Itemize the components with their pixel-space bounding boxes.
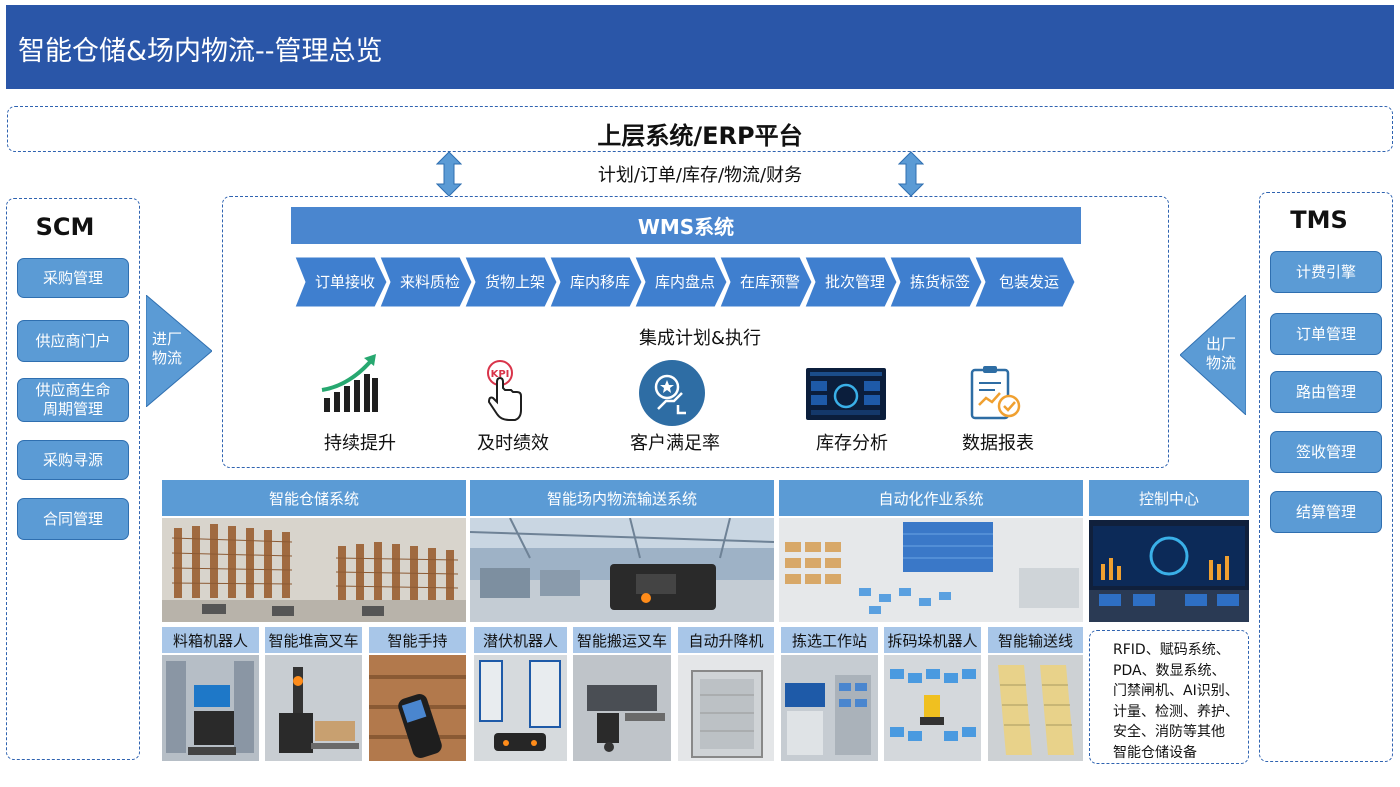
customer-satisfaction-icon bbox=[639, 360, 705, 426]
pick-station-image bbox=[781, 655, 878, 761]
tms-item-order[interactable]: 订单管理 bbox=[1270, 313, 1382, 355]
equipment-line: 门禁闸机、AI识别、 bbox=[1113, 683, 1239, 699]
outbound-logistics-arrow: 出厂 物流 bbox=[1179, 293, 1247, 417]
palletizing-robot-image bbox=[884, 655, 981, 761]
equipment-line: RFID、赋码系统、 bbox=[1113, 642, 1230, 658]
sub-handheld[interactable]: 智能手持 bbox=[369, 627, 466, 653]
section-automation[interactable]: 自动化作业系统 bbox=[779, 480, 1083, 516]
equipment-line: 智能仓储设备 bbox=[1113, 744, 1197, 761]
wms-step-putaway[interactable]: 货物上架 bbox=[464, 256, 558, 308]
smart-storage-image bbox=[162, 518, 466, 622]
sub-pick-station[interactable]: 拣选工作站 bbox=[781, 627, 878, 653]
header-bar: 智能仓储&场内物流--管理总览 bbox=[6, 5, 1394, 89]
erp-title: 上层系统/ERP平台 bbox=[597, 122, 803, 150]
report-icon bbox=[970, 366, 1021, 420]
control-center-image bbox=[1089, 520, 1249, 622]
inbound-logistics-arrow: 进厂 物流 bbox=[145, 293, 213, 409]
outbound-logistics-label: 出厂 物流 bbox=[1206, 335, 1237, 372]
svg-text:KPI: KPI bbox=[491, 369, 510, 380]
sub-conveyor[interactable]: 智能输送线 bbox=[988, 627, 1083, 653]
erp-box bbox=[7, 106, 1393, 152]
kpi-label-continuous-improvement: 持续提升 bbox=[324, 433, 396, 454]
wms-step-stocktake[interactable]: 库内盘点 bbox=[634, 256, 728, 308]
page-title: 智能仓储&场内物流--管理总览 bbox=[18, 36, 383, 67]
lift-image bbox=[678, 655, 774, 761]
equipment-line: 安全、消防等其他 bbox=[1113, 724, 1225, 740]
latent-robot-image bbox=[474, 655, 567, 761]
erp-subtitle: 计划/订单/库存/物流/财务 bbox=[597, 165, 803, 186]
tms-item-settlement[interactable]: 结算管理 bbox=[1270, 491, 1382, 533]
section-intralogistics[interactable]: 智能场内物流输送系统 bbox=[470, 480, 774, 516]
sub-handling-forklift[interactable]: 智能搬运叉车 bbox=[573, 627, 671, 653]
tms-item-routing[interactable]: 路由管理 bbox=[1270, 371, 1382, 413]
kpi-label-customer-satisfaction: 客户满足率 bbox=[630, 433, 720, 454]
wms-step-order-receive[interactable]: 订单接收 bbox=[294, 256, 388, 308]
dashboard-icon bbox=[806, 368, 886, 420]
wms-box bbox=[222, 196, 1169, 468]
tms-item-billing[interactable]: 计费引擎 bbox=[1270, 251, 1382, 293]
section-smart-storage[interactable]: 智能仓储系统 bbox=[162, 480, 466, 516]
kpi-label-timely-performance: 及时绩效 bbox=[477, 433, 549, 454]
wms-step-batch[interactable]: 批次管理 bbox=[804, 256, 898, 308]
section-control-center[interactable]: 控制中心 bbox=[1089, 480, 1249, 516]
tms-box bbox=[1259, 192, 1393, 762]
scm-item-supplier-portal[interactable]: 供应商门户 bbox=[17, 320, 129, 362]
wms-caption: 集成计划&执行 bbox=[638, 328, 762, 349]
kpi-touch-icon: KPI bbox=[487, 360, 522, 421]
growth-chart-icon bbox=[321, 354, 378, 412]
wms-step-alert[interactable]: 在库预警 bbox=[719, 256, 813, 308]
double-arrow-icon-left bbox=[436, 151, 462, 197]
equipment-line: PDA、数显系统、 bbox=[1113, 662, 1226, 679]
stacker-forklift-image bbox=[265, 655, 362, 761]
kpi-label-data-report: 数据报表 bbox=[962, 433, 1034, 454]
control-center-text-box bbox=[1089, 630, 1249, 764]
double-arrow-icon-right bbox=[898, 151, 924, 197]
sub-lift[interactable]: 自动升降机 bbox=[678, 627, 774, 653]
sub-palletizing-robot[interactable]: 拆码垛机器人 bbox=[884, 627, 981, 653]
handheld-image bbox=[369, 655, 466, 761]
kpi-label-inventory-analysis: 库存分析 bbox=[816, 433, 888, 454]
wms-step-picking-label[interactable]: 拣货标签 bbox=[889, 256, 983, 308]
right-arrow-icon bbox=[145, 293, 213, 409]
sub-latent-robot[interactable]: 潜伏机器人 bbox=[474, 627, 567, 653]
scm-item-sourcing[interactable]: 采购寻源 bbox=[17, 440, 129, 480]
scm-box bbox=[6, 198, 140, 760]
automation-image bbox=[779, 518, 1083, 622]
bin-robot-image bbox=[162, 655, 259, 761]
equipment-line: 计量、检测、养护、 bbox=[1113, 703, 1239, 720]
inbound-logistics-label: 进厂 物流 bbox=[152, 330, 183, 367]
wms-step-transfer[interactable]: 库内移库 bbox=[549, 256, 643, 308]
control-center-equipment-list: RFID、赋码系统、 PDA、数显系统、 门禁闸机、AI识别、 计量、检测、养护… bbox=[1113, 640, 1239, 763]
sub-bin-robot[interactable]: 料箱机器人 bbox=[162, 627, 259, 653]
sub-stacker-forklift[interactable]: 智能堆高叉车 bbox=[265, 627, 362, 653]
wms-step-incoming-qc[interactable]: 来料质检 bbox=[379, 256, 473, 308]
wms-title: WMS系统 bbox=[291, 207, 1081, 244]
scm-item-procurement[interactable]: 采购管理 bbox=[17, 258, 129, 298]
handling-forklift-image bbox=[573, 655, 671, 761]
scm-item-contract[interactable]: 合同管理 bbox=[17, 498, 129, 540]
conveyor-image bbox=[988, 655, 1083, 761]
tms-item-receipt[interactable]: 签收管理 bbox=[1270, 431, 1382, 473]
intralogistics-image bbox=[470, 518, 774, 622]
wms-step-pack-ship[interactable]: 包装发运 bbox=[974, 256, 1076, 308]
scm-item-supplier-lifecycle[interactable]: 供应商生命 周期管理 bbox=[17, 378, 129, 422]
tms-title: TMS bbox=[1290, 206, 1348, 234]
scm-title: SCM bbox=[35, 213, 95, 241]
